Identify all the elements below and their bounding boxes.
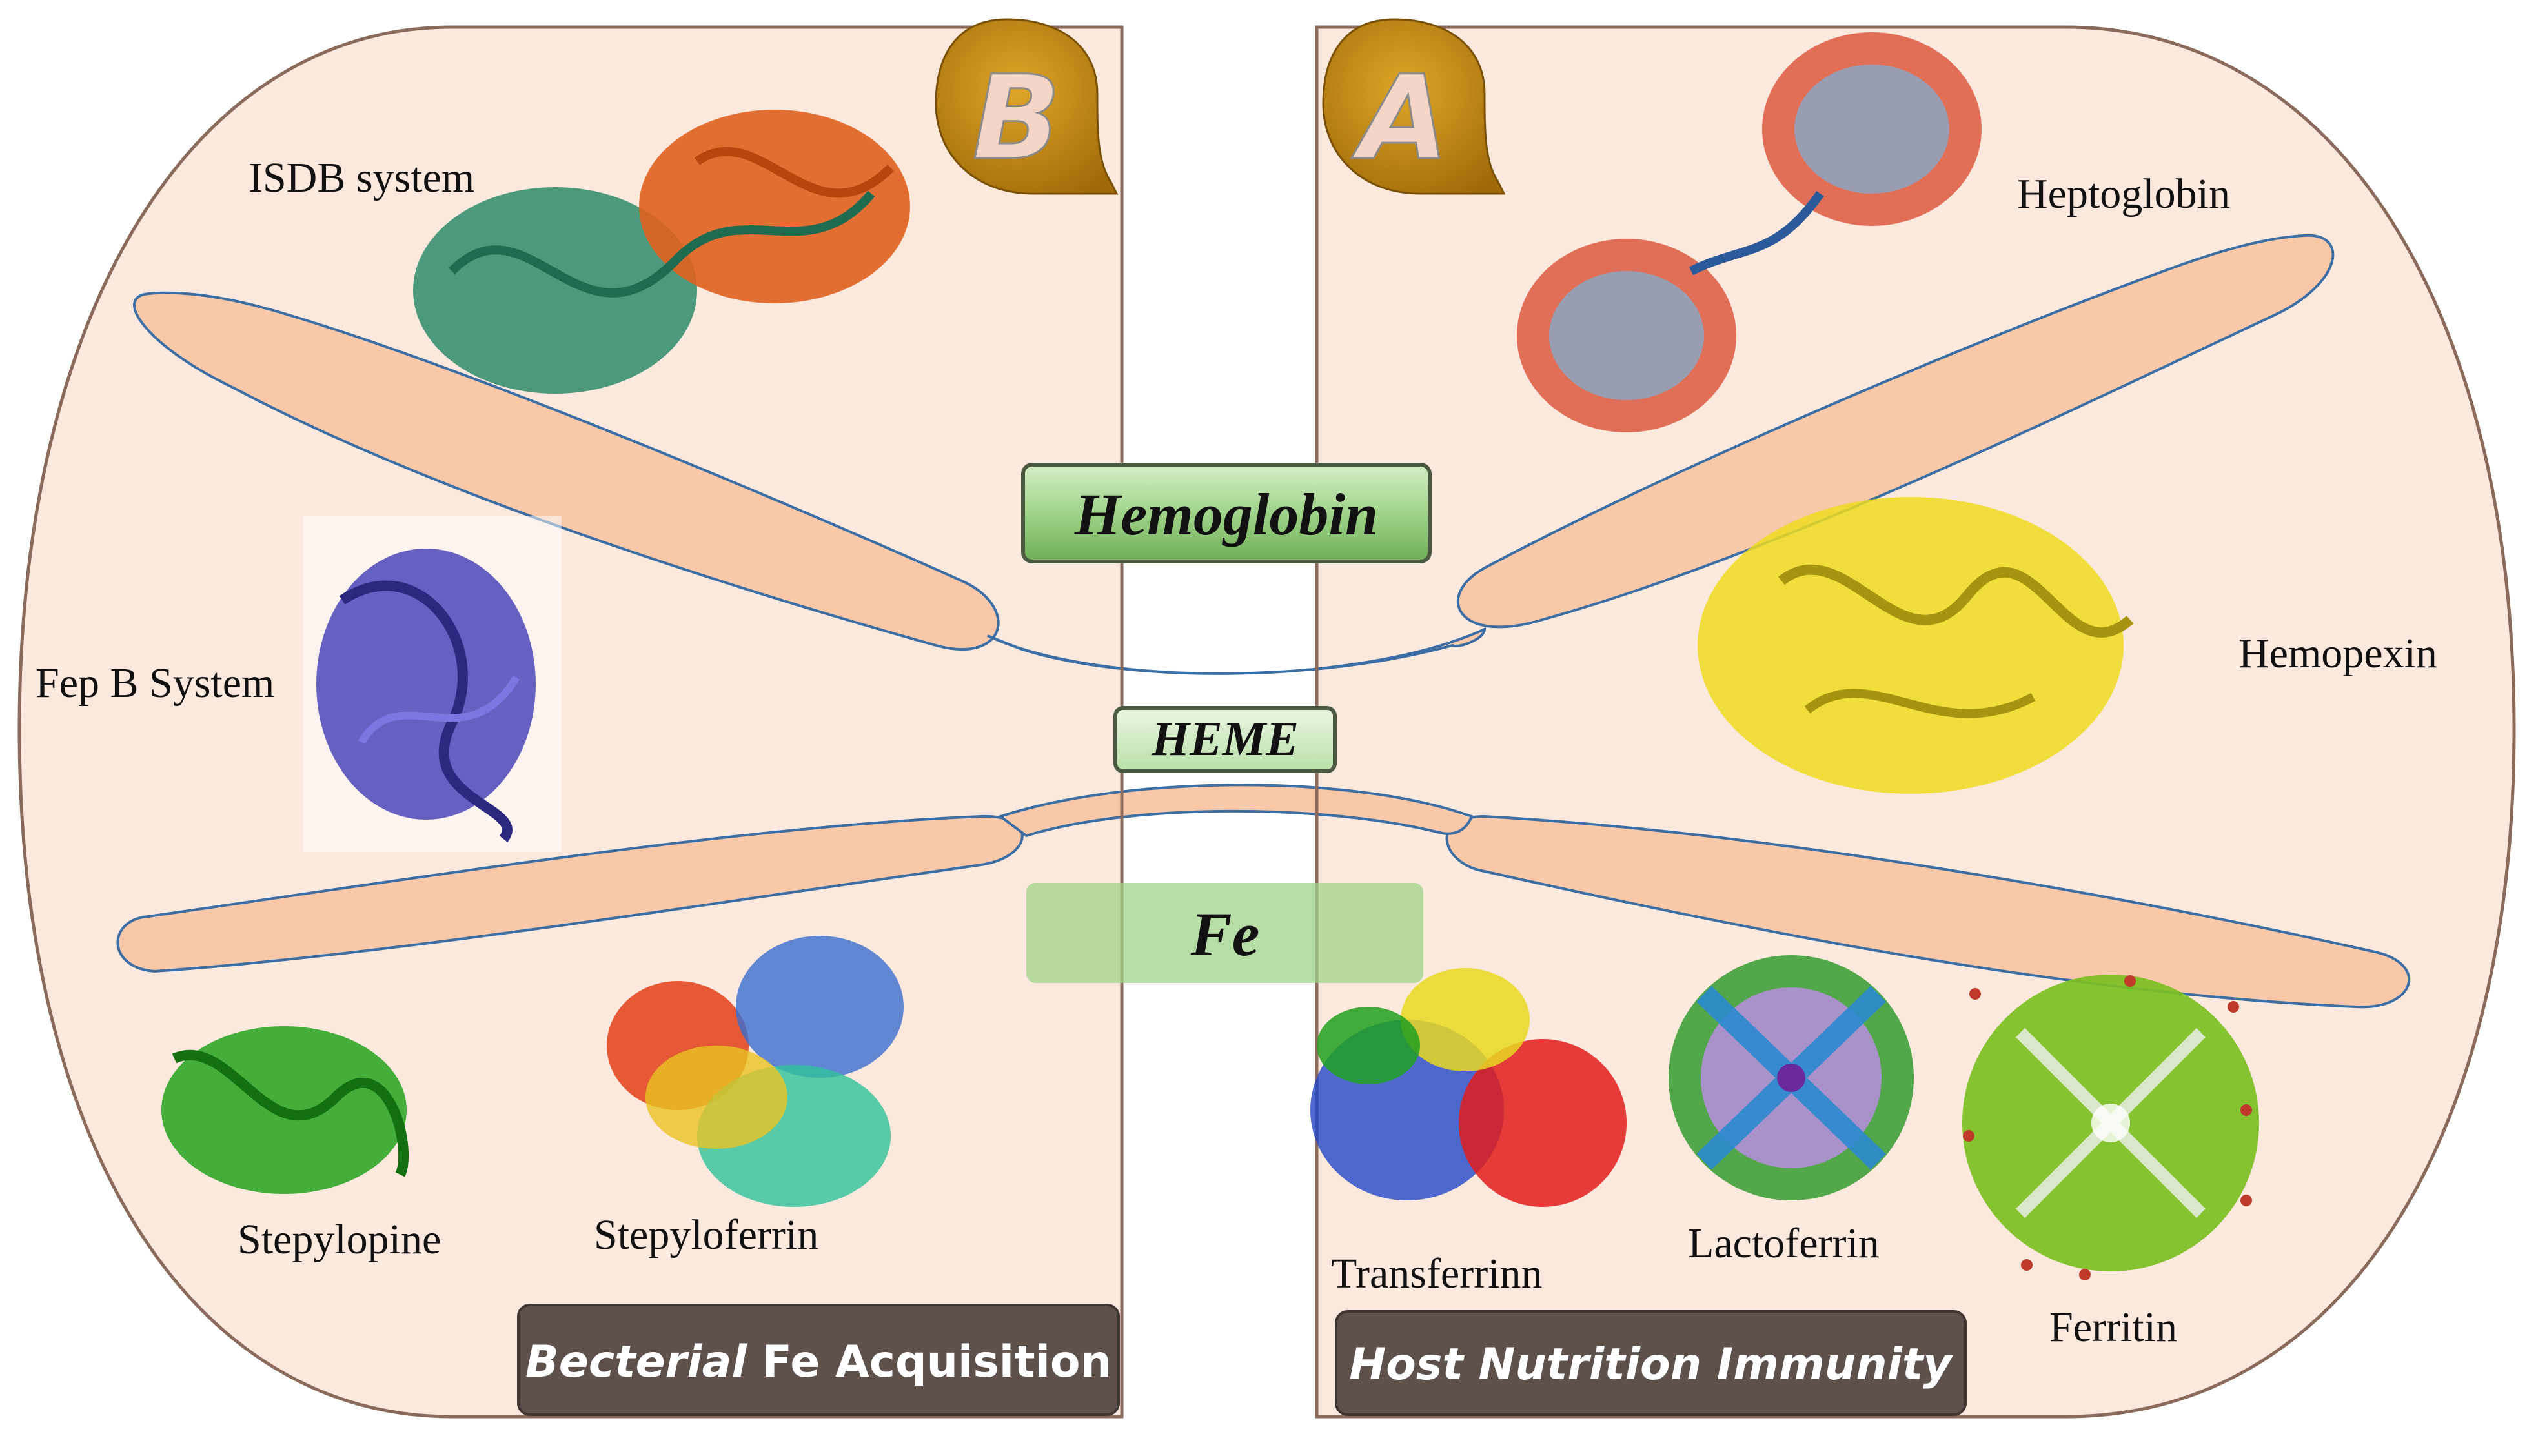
protein-structure-icon — [1310, 968, 1627, 1207]
arm-lower-left — [116, 814, 1024, 973]
label-heptoglobin: Heptoglobin — [2017, 170, 2230, 217]
protein-structure-icon — [1962, 975, 2259, 1280]
label-hemopexin: Hemopexin — [2238, 630, 2437, 677]
arm-upper-right — [1456, 234, 2335, 629]
fe-box: Fe — [1026, 883, 1423, 983]
badge-b: B — [935, 18, 1119, 195]
caption-bacterial-italic: Becterial — [525, 1337, 748, 1388]
protein-structure-icon — [607, 936, 904, 1207]
caption-bacterial-rest: Fe Acquisition — [747, 1337, 1111, 1388]
label-isdb-system: ISDB system — [249, 154, 474, 201]
label-stepylopine: Stepylopine — [238, 1216, 441, 1263]
badge-b-letter: B — [972, 51, 1061, 186]
channel-arms — [116, 234, 2411, 1009]
arm-lower-neck — [997, 784, 1474, 838]
protein-structure-icon — [161, 1026, 409, 1194]
protein-structure-icon — [303, 516, 562, 852]
arm-lower-right — [1445, 814, 2411, 1009]
label-stepyloferrin: Stepyloferrin — [594, 1211, 818, 1259]
caption-host-text: Host Nutrition Immunity — [1349, 1339, 1953, 1390]
heme-label: HEME — [1151, 712, 1299, 766]
hemoglobin-label: Hemoglobin — [1074, 481, 1378, 547]
fe-label: Fe — [1190, 900, 1260, 969]
badge-a: A — [1322, 18, 1506, 195]
protein-structure-icon — [413, 110, 910, 394]
label-transferrin: Transferrinn — [1331, 1250, 1543, 1297]
arm-upper-left — [133, 291, 1000, 651]
badge-a-letter: A — [1351, 51, 1448, 186]
hemoglobin-box: Hemoglobin — [1021, 463, 1432, 563]
protein-structure-icon — [1517, 32, 1982, 432]
protein-structure-icon — [1698, 497, 2134, 794]
label-lactoferrin: Lactoferrin — [1688, 1220, 1880, 1267]
caption-host: Host Nutrition Immunity — [1335, 1310, 1967, 1416]
protein-structure-icon — [1669, 955, 1914, 1200]
label-fepb-system: Fep B System — [36, 660, 274, 707]
label-ferritin: Ferritin — [2049, 1304, 2177, 1351]
caption-bacterial: Becterial Fe Acquisition — [517, 1304, 1120, 1416]
arm-upper-neck — [987, 627, 1487, 675]
heme-box: HEME — [1113, 706, 1337, 773]
svg-text:Becterial Fe Acquisition: Becterial Fe Acquisition — [525, 1337, 1111, 1388]
